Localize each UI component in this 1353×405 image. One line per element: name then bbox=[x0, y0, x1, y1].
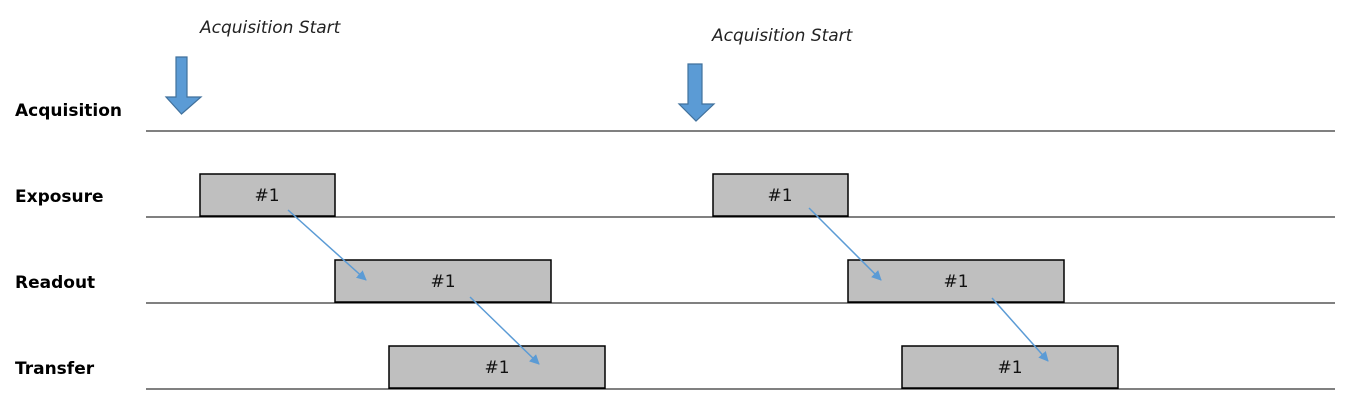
row-label-acquisition: Acquisition bbox=[15, 101, 122, 121]
acquisition-start-label-1: Acquisition Start bbox=[199, 18, 342, 38]
transfer-block-1-label: #1 bbox=[484, 358, 509, 378]
row-label-exposure: Exposure bbox=[15, 187, 104, 207]
flow-arrow-readout-to-transfer-1 bbox=[469, 296, 540, 365]
exposure-block-1-label: #1 bbox=[254, 186, 279, 206]
transfer-block-1 bbox=[388, 345, 606, 389]
row-label-readout: Readout bbox=[15, 273, 95, 293]
readout-block-2-label: #1 bbox=[943, 272, 968, 292]
row-label-transfer: Transfer bbox=[15, 359, 95, 379]
transfer-block-2-label: #1 bbox=[997, 358, 1022, 378]
acquisition-start-arrow-1 bbox=[164, 56, 203, 115]
exposure-block-1 bbox=[199, 173, 336, 217]
readout-block-1-label: #1 bbox=[430, 272, 455, 292]
exposure-block-2 bbox=[712, 173, 849, 217]
flow-arrow-exposure-to-readout-2 bbox=[808, 207, 882, 281]
exposure-block-2-label: #1 bbox=[767, 186, 792, 206]
readout-block-1 bbox=[334, 259, 552, 303]
transfer-block-2 bbox=[901, 345, 1119, 389]
acquisition-start-arrow-2 bbox=[677, 63, 716, 122]
readout-block-2 bbox=[847, 259, 1065, 303]
acquisition-start-label-2: Acquisition Start bbox=[711, 26, 854, 46]
flow-arrow-readout-to-transfer-2 bbox=[991, 297, 1049, 362]
flow-arrow-exposure-to-readout-1 bbox=[287, 209, 367, 281]
